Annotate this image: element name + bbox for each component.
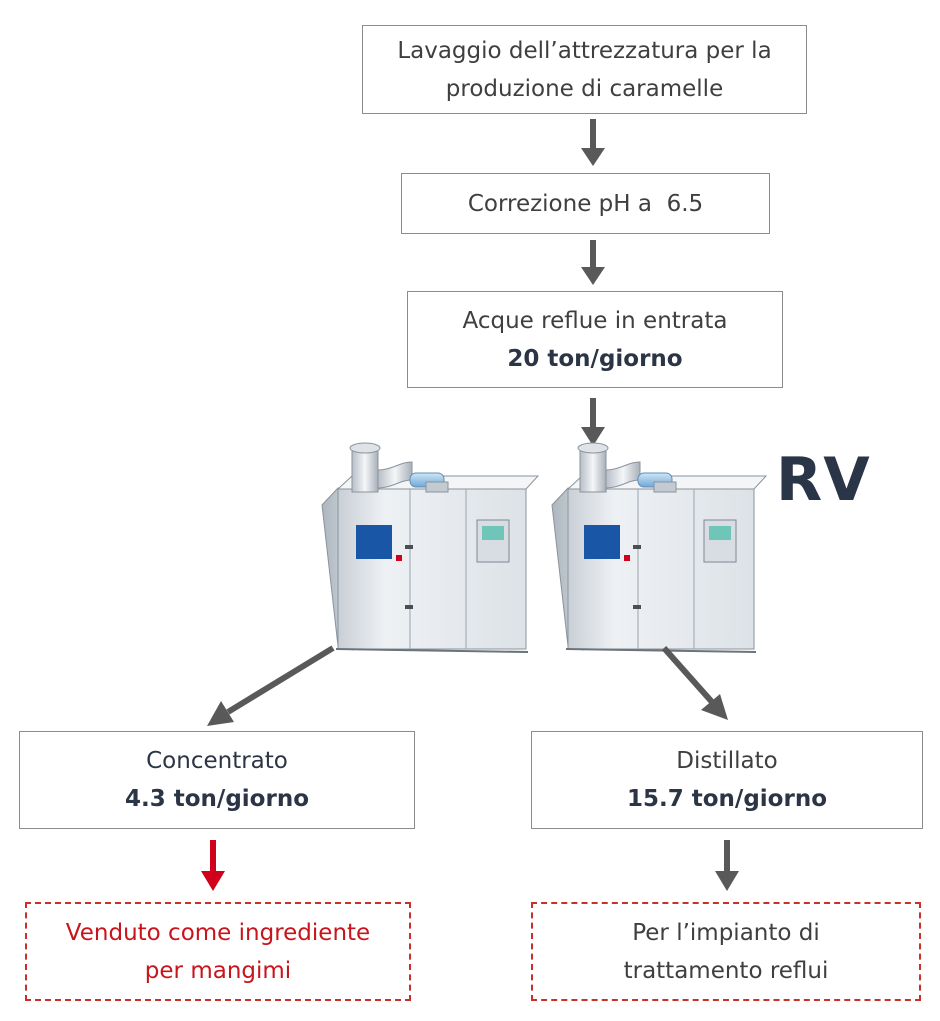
distillate-value: 15.7 ton/giorno [627,786,827,812]
arrow-distillate-to-treatment [715,840,739,891]
evaporator-unit-2 [551,442,768,653]
arrow-washing-to-ph [581,119,605,166]
inflow-value: 20 ton/giorno [507,345,683,372]
distillate-destination-line-1: Per l’impianto di [632,919,820,946]
arrow-equipment-to-concentrate [207,645,335,726]
ph-correction-box: Correzione pH a 6.5 [401,173,770,234]
concentrate-box: Concentrato 4.3 ton/giorno [19,731,415,829]
washing-step-line-1: Lavaggio dell’attrezzatura per la [397,37,772,64]
distillate-destination-box: Per l’impianto di trattamento reflui [531,902,921,1001]
concentrate-label: Concentrato [146,748,288,774]
inflow-box: Acque reflue in entrata 20 ton/giorno [407,291,783,388]
evaporator-unit-1 [321,442,540,653]
arrow-ph-to-inflow [581,240,605,285]
washing-step-box: Lavaggio dell’attrezzatura per la produz… [362,25,807,114]
concentrate-destination-line-2: per mangimi [144,957,292,984]
distillate-box: Distillato 15.7 ton/giorno [531,731,923,829]
concentrate-value: 4.3 ton/giorno [125,786,309,812]
concentrate-destination-box: Venduto come ingrediente per mangimi [25,902,411,1001]
inflow-label: Acque reflue in entrata [462,307,728,334]
arrow-inflow-to-equipment [581,398,605,446]
washing-step-line-2: produzione di caramelle [445,75,724,102]
distillate-destination-line-2: trattamento reflui [623,957,829,984]
arrow-concentrate-to-feed [201,840,225,891]
ph-correction-label: Correzione pH a 6.5 [467,190,704,217]
distillate-label: Distillato [676,748,778,774]
rv-equipment-label: RV [776,445,871,515]
arrow-equipment-to-distillate [661,646,728,720]
concentrate-destination-line-1: Venduto come ingrediente [65,919,371,946]
